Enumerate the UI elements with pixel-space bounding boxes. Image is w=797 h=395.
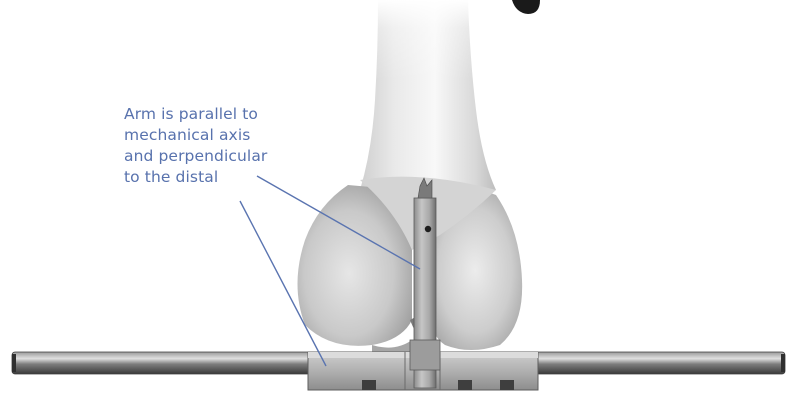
annotation-line-1: Arm is parallel to [124,104,324,125]
corner-object [512,0,540,14]
annotation-line-3: and perpendicular [124,146,324,167]
annotation-line-2: mechanical axis [124,125,324,146]
alignment-arm [410,178,440,388]
femur-condyles [298,177,523,355]
annotation-line-4: to the distal [124,167,324,188]
annotation-text: Arm is parallel to mechanical axis and p… [124,104,324,188]
